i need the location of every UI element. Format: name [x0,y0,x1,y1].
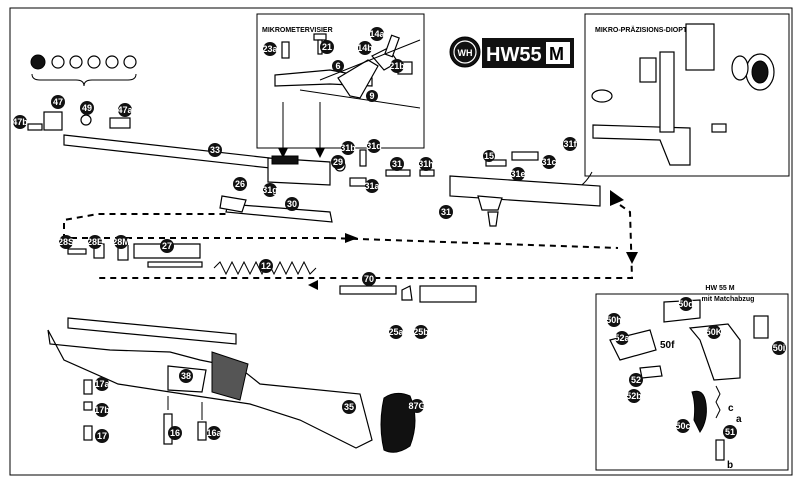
label-87g: 87G [408,401,425,411]
label-50f: 50f [660,340,675,351]
label-9: 9 [369,91,374,101]
label-52: 52 [631,375,641,385]
label-31g: 31g [262,185,278,195]
brand-logo: WH HW55 M [449,36,574,68]
label-50h: 50h [606,315,622,325]
label-c: c [728,403,734,414]
label-31-lower: 31 [441,207,451,217]
micrometer-sight-box: MIKROMETERVISIER [256,13,425,149]
label-38: 38 [181,371,191,381]
label-50k: 50K [706,327,723,337]
label-31f: 31f [563,139,577,149]
label-49: 49 [82,103,92,113]
label-28e: 28E [87,237,103,247]
label-31d: 31d [366,141,382,151]
label-33: 33 [210,145,220,155]
label-31e: 31e [510,169,525,179]
match-trigger-title: HW 55 M [705,285,734,292]
label-12: 12 [261,261,271,271]
label-70: 70 [364,274,374,284]
sight-discs [30,54,137,87]
label-16a: 16a [206,428,222,438]
label-52b: 52b [626,391,642,401]
label-47a: 47a [117,105,133,115]
label-31: 31 [392,159,402,169]
buttplate [380,392,416,453]
receiver-block [267,157,331,186]
label-21: 21 [322,42,332,52]
label-50d: 50d [678,299,694,309]
label-23a: 23a [262,44,278,54]
label-15: 15 [484,151,494,161]
label-51: 51 [725,427,735,437]
label-21b: 21b [389,61,405,71]
label-14a: 14a [369,29,385,39]
brand-model: HW55 [486,44,542,66]
brand-emblem: WH [458,48,473,58]
micrometer-sight-title: MIKROMETERVISIER [262,27,333,34]
label-31c: 31c [541,157,556,167]
stock [47,317,416,453]
label-a: a [736,414,742,425]
label-17b: 17b [94,405,110,415]
label-31b: 31b [340,143,356,153]
label-50i: 50i [773,343,786,353]
label-28m: 28M [112,237,130,247]
label-14b: 14b [357,43,373,53]
label-17: 17 [97,431,107,441]
barrel [63,134,271,169]
label-16: 16 [170,428,180,438]
part-labels: 23a 21 6 14a 14b 21b 9 47 49 47a 47b 33 … [12,27,786,471]
frame-outline [9,7,793,476]
label-26: 26 [235,179,245,189]
label-6: 6 [335,61,340,71]
label-47b: 47b [12,117,28,127]
label-25a: 25a [388,327,404,337]
diopter-sight-box: MIKRO-PRÄZISIONS-DIOPTER [584,13,790,177]
label-30: 30 [287,199,297,209]
label-28s: 28S [58,237,74,247]
label-25b: 25b [413,327,429,337]
label-17a: 17a [94,379,110,389]
label-b: b [727,460,733,471]
label-50c: 50c [675,421,690,431]
diopter-sight-title: MIKRO-PRÄZISIONS-DIOPTER [595,26,697,34]
label-27: 27 [162,241,172,251]
label-31a: 31a [364,181,380,191]
label-47: 47 [53,97,63,107]
brand-model-suffix: M [549,44,564,64]
match-trigger-box: HW 55 M mit Matchabzug [595,285,789,471]
label-29: 29 [333,157,343,167]
breech-housing [449,175,601,207]
label-52a: 52a [614,333,630,343]
label-31h: 31h [418,159,434,169]
match-trigger-subtitle: mit Matchabzug [702,296,755,303]
label-35: 35 [344,402,354,412]
